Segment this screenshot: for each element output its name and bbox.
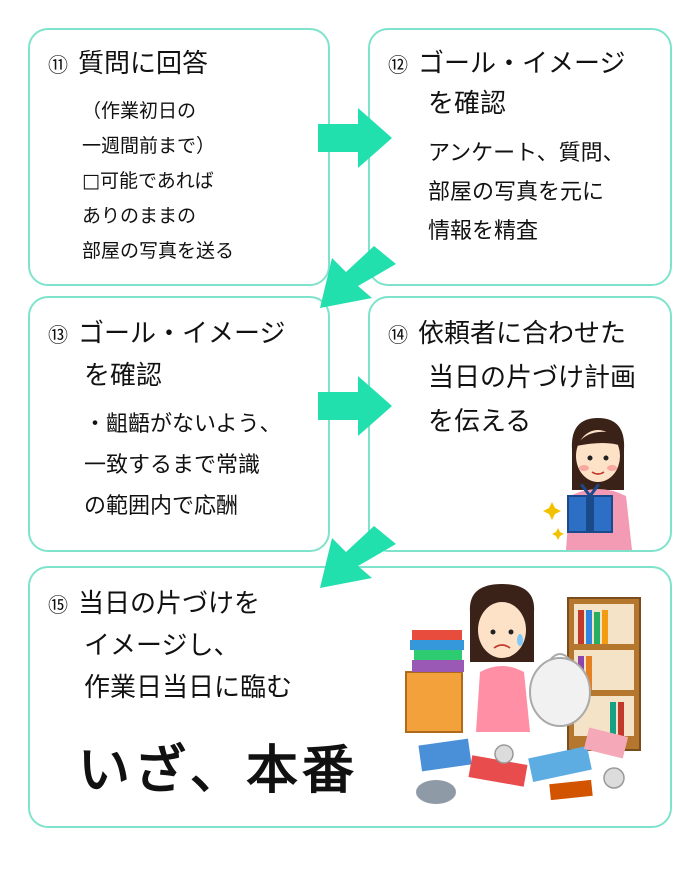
step-13-body-line: ・齟齬がないよう、 (84, 412, 282, 437)
step-number: ⑬ (48, 323, 68, 347)
step-title-line: ゴール・イメージ (78, 319, 286, 349)
step-12-title-line-2: を確認 (428, 89, 507, 119)
step-11-box (28, 28, 330, 286)
step-12-body-line: 情報を精査 (428, 219, 539, 244)
step-title-line: 質問に回答 (78, 49, 209, 79)
step-number: ⑮ (48, 593, 68, 617)
arrow-down-left-icon (320, 526, 396, 588)
step-number: ⑫ (388, 53, 408, 77)
step-13-title: ⑬ ゴール・イメージ (48, 314, 285, 355)
arrow-right-icon (318, 108, 392, 168)
finale-text: いざ、本番 (78, 740, 359, 801)
step-14-title-line-3: を伝える (428, 407, 532, 437)
step-12-title: ⑫ ゴール・イメージ (388, 44, 625, 85)
step-11-title: ⑪ 質問に回答 (48, 44, 208, 85)
step-15-title-line-3: 作業日当日に臨む (84, 673, 293, 703)
step-11-body-line: ありのままの (82, 205, 197, 227)
step-12-box (368, 28, 672, 286)
step-15-title-line-2: イメージし、 (84, 631, 240, 661)
step-title-line: 当日の片づけを (78, 589, 261, 619)
step-13-body-line: 一致するまで常識 (84, 453, 261, 478)
woman-with-gift-illustration (543, 418, 632, 550)
step-12-body-line: アンケート、質問、 (428, 141, 625, 166)
arrow-down-left-icon (320, 246, 396, 308)
step-title-line: 依頼者に合わせた (418, 319, 627, 349)
step-13-title-line-2: を確認 (84, 361, 163, 391)
step-11-body-line: 一週間前まで） (82, 135, 216, 157)
arrow-right-icon (318, 376, 392, 436)
step-14-title: ⑭ 依頼者に合わせた (388, 314, 626, 355)
step-12-body-line: 部屋の写真を元に (428, 180, 605, 205)
messy-room-illustration (405, 584, 641, 804)
step-11-body-line: 部屋の写真を送る (82, 240, 235, 262)
step-number: ⑪ (48, 53, 68, 77)
step-number: ⑭ (388, 323, 408, 347)
step-14-title-line-2: 当日の片づけ計画 (428, 363, 637, 393)
step-11-body-line: （作業初日の (82, 100, 197, 122)
step-13-body-line: の範囲内で応酬 (84, 494, 239, 519)
step-15-title: ⑮ 当日の片づけを (48, 584, 260, 625)
step-11-body-line: □可能であれば (82, 170, 214, 192)
step-13-box (28, 296, 330, 552)
step-title-line: ゴール・イメージ (418, 49, 626, 79)
